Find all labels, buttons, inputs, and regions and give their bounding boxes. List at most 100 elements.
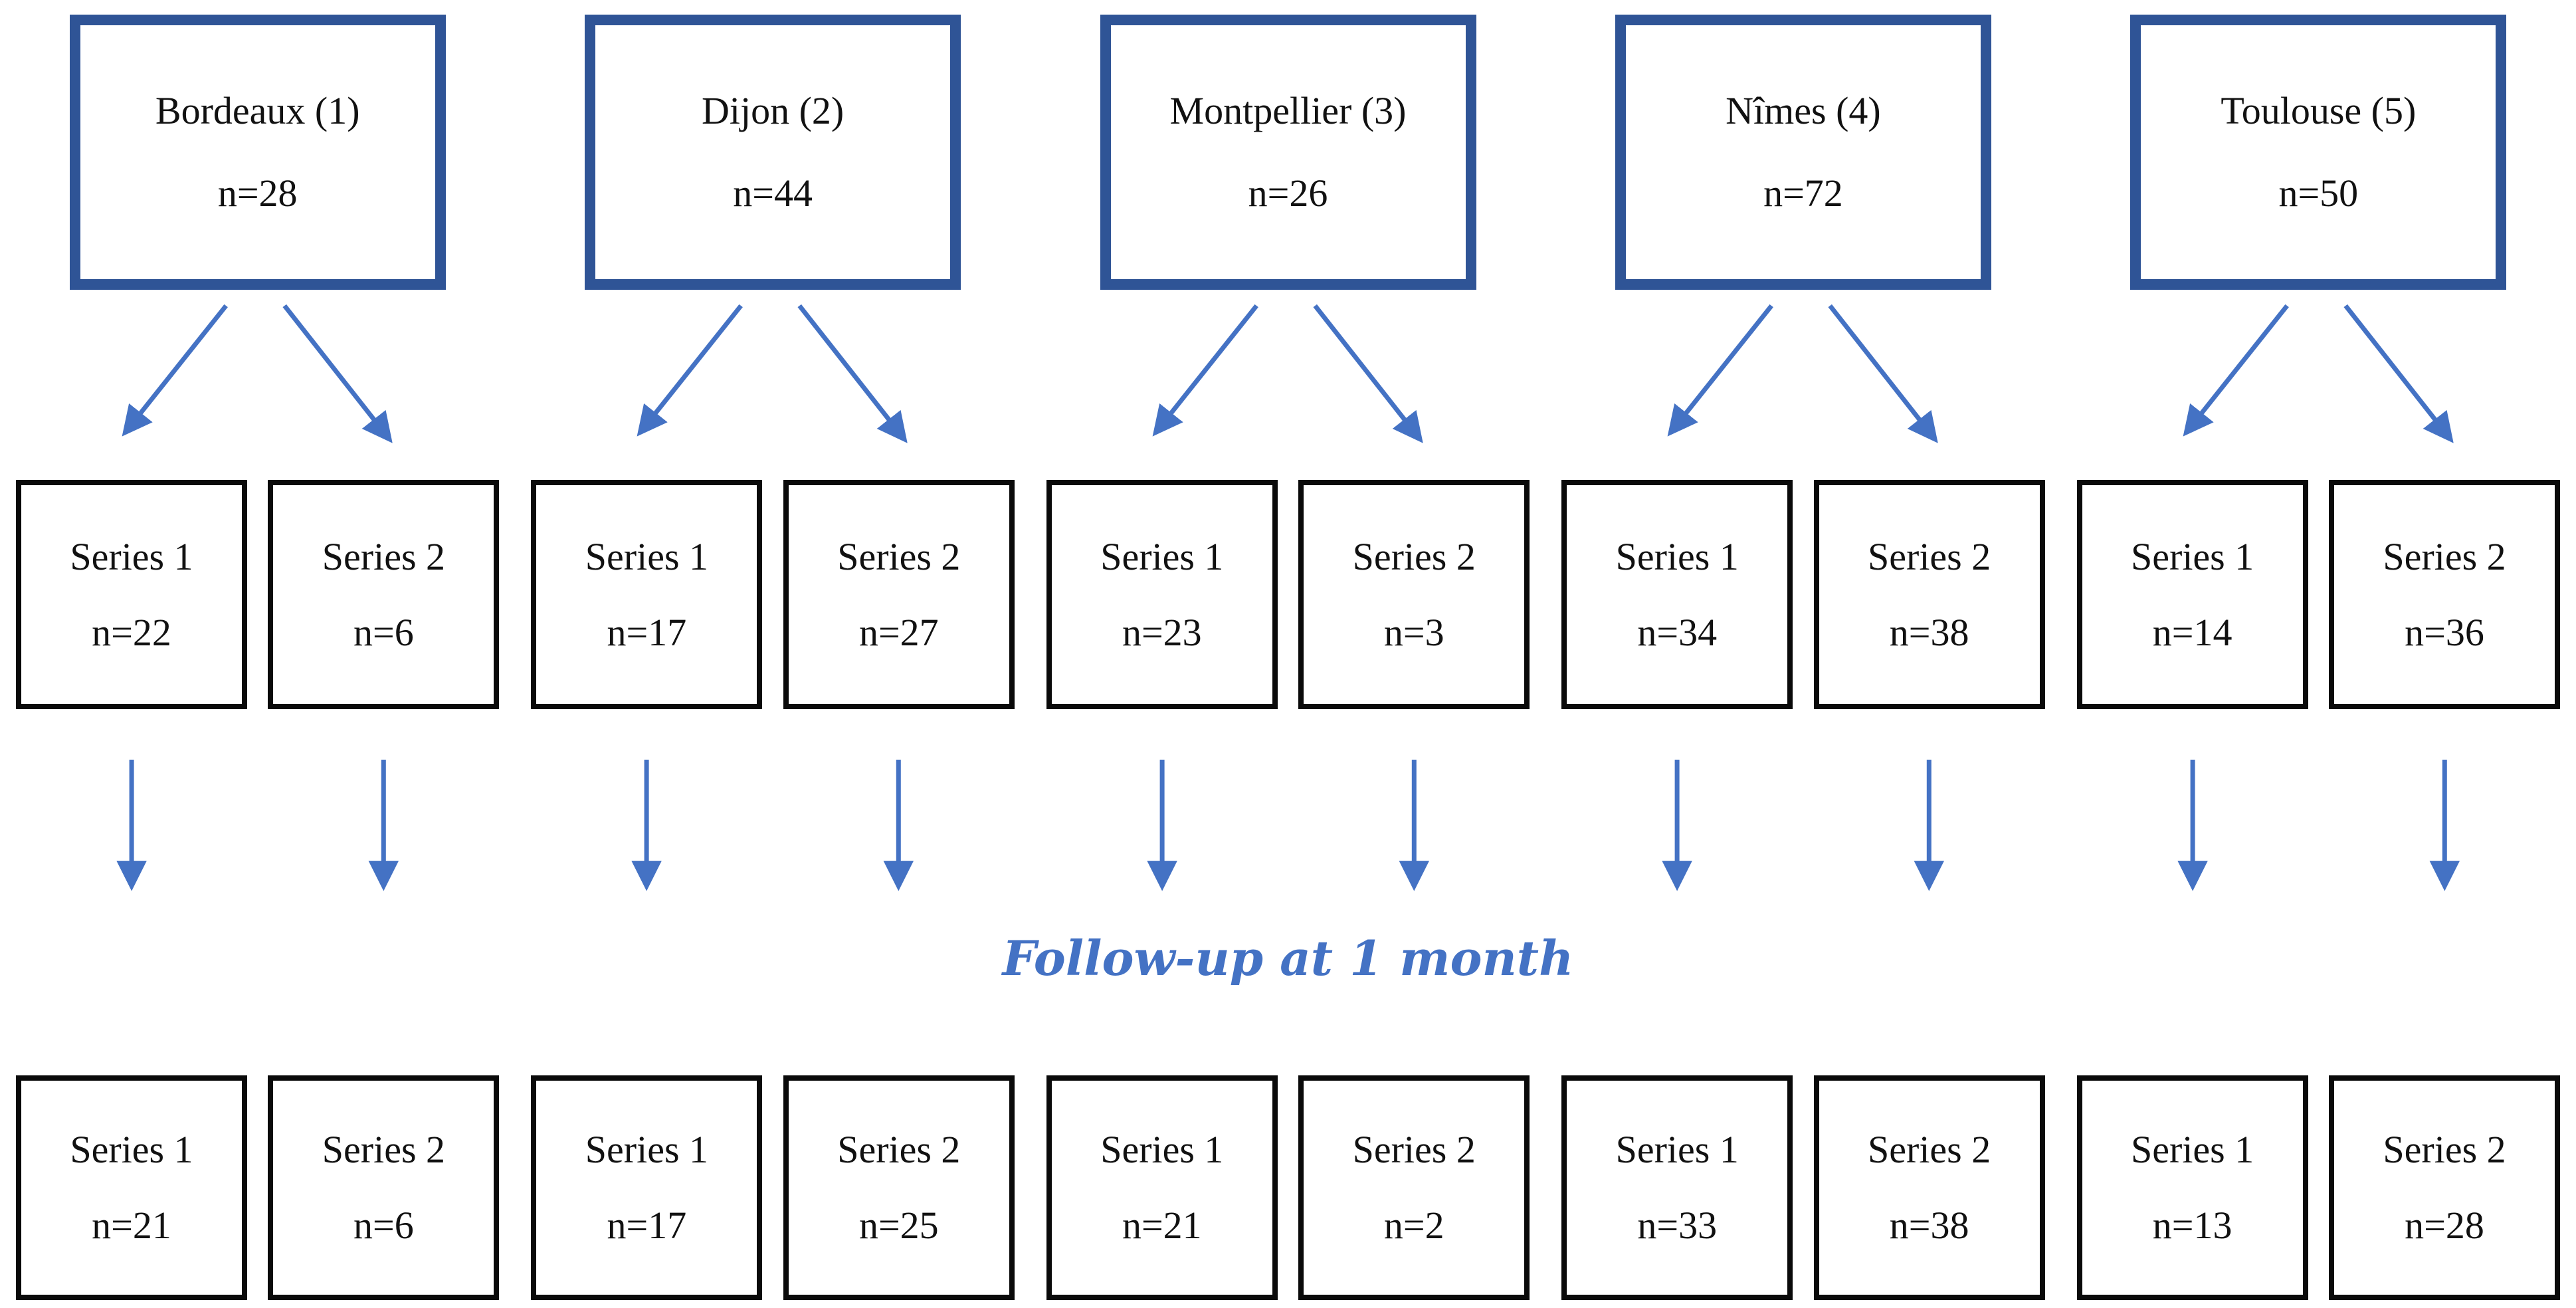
series-count: n=27 [858,610,939,654]
series-label: Series 1 [70,1128,193,1171]
followup-row: Series 1 n=21 Series 2 n=6 [16,1075,500,1300]
center-column-nimes: Nîmes (4) n=72 Series 1 n=34 Series 2 n=… [1545,0,2060,1308]
city-name: Toulouse (5) [2221,89,2417,132]
series-label: Series 2 [1868,1128,1991,1171]
followup-row: Series 1 n=17 Series 2 n=25 [531,1075,1015,1300]
series-label: Series 1 [70,534,193,578]
series-row: Series 1 n=23 Series 2 n=3 [1046,480,1530,709]
down-arrows [1662,760,1945,891]
series-count: n=36 [2405,610,2484,654]
split-arrow-left-icon [1152,304,1258,437]
series-count: n=6 [353,1204,414,1247]
series-box: Series 2 n=6 [268,480,500,709]
split-arrow-right-icon [1828,304,1938,443]
series-row: Series 1 n=17 Series 2 n=27 [531,480,1015,709]
split-arrows [2183,304,2454,443]
series-box: Series 2 n=38 [1813,480,2045,709]
series-label: Series 2 [2383,1128,2506,1171]
split-arrow-right-icon [282,304,393,443]
city-box: Dijon (2) n=44 [585,15,961,290]
down-arrows [631,760,914,891]
series-box: Series 1 n=22 [16,480,247,709]
split-arrows [637,304,908,443]
series-count: n=21 [1122,1204,1202,1247]
split-arrow-left-icon [1667,304,1774,437]
city-count: n=28 [217,171,298,215]
followup-box: Series 1 n=21 [16,1075,247,1300]
series-label: Series 2 [322,534,446,578]
split-arrow-left-icon [2183,304,2289,437]
center-column-montpellier: Montpellier (3) n=26 Series 1 n=23 Serie… [1031,0,1545,1308]
series-label: Series 1 [1100,534,1224,578]
series-row: Series 1 n=22 Series 2 n=6 [16,480,500,709]
series-count: n=17 [607,610,687,654]
series-count: n=13 [2152,1204,2232,1247]
series-label: Series 1 [2131,1128,2254,1171]
split-arrows [1152,304,1423,443]
series-label: Series 1 [1100,1128,1224,1171]
followup-box: Series 2 n=38 [1813,1075,2045,1300]
series-label: Series 1 [1615,1128,1739,1171]
followup-box: Series 1 n=21 [1046,1075,1278,1300]
followup-box: Series 2 n=2 [1298,1075,1530,1300]
series-label: Series 2 [1868,534,1991,578]
series-count: n=21 [92,1204,171,1247]
series-box: Series 1 n=23 [1046,480,1278,709]
series-count: n=34 [1637,610,1718,654]
city-count: n=26 [1248,171,1328,215]
series-box: Series 2 n=27 [783,480,1015,709]
series-label: Series 1 [1615,534,1739,578]
followup-row: Series 1 n=13 Series 2 n=28 [2076,1075,2561,1300]
series-count: n=3 [1383,610,1444,654]
series-box: Series 2 n=36 [2329,480,2561,709]
followup-box: Series 2 n=25 [783,1075,1015,1300]
city-count: n=72 [1763,171,1843,215]
series-count: n=28 [2405,1204,2484,1247]
series-count: n=17 [607,1204,687,1247]
center-column-dijon: Dijon (2) n=44 Series 1 n=17 Series 2 n=… [515,0,1030,1308]
series-row: Series 1 n=34 Series 2 n=38 [1561,480,2045,709]
down-arrows [2177,760,2460,891]
city-count: n=44 [733,171,813,215]
series-box: Series 1 n=34 [1561,480,1793,709]
series-count: n=38 [1889,1204,1969,1247]
split-arrow-right-icon [797,304,908,443]
followup-caption: Follow-up at 1 month [1002,930,1574,986]
center-column-bordeaux: Bordeaux (1) n=28 Series 1 n=22 Series 2… [0,0,515,1308]
series-label: Series 2 [2383,534,2506,578]
split-arrow-right-icon [1313,304,1423,443]
series-label: Series 2 [1352,1128,1476,1171]
city-name: Nîmes (4) [1726,89,1881,132]
city-box: Toulouse (5) n=50 [2130,15,2507,290]
series-label: Series 1 [585,534,709,578]
city-box: Bordeaux (1) n=28 [69,15,446,290]
city-box: Nîmes (4) n=72 [1615,15,1991,290]
split-arrows [122,304,393,443]
series-box: Series 1 n=14 [2076,480,2308,709]
city-count: n=50 [2278,171,2359,215]
followup-row: Series 1 n=21 Series 2 n=2 [1046,1075,1530,1300]
series-row: Series 1 n=14 Series 2 n=36 [2076,480,2561,709]
series-label: Series 2 [1352,534,1476,578]
down-arrows [1147,760,1429,891]
split-arrow-right-icon [2343,304,2454,443]
series-label: Series 1 [2131,534,2254,578]
series-count: n=14 [2152,610,2232,654]
series-box: Series 2 n=3 [1298,480,1530,709]
split-arrows [1667,304,1938,443]
split-arrow-left-icon [122,304,228,437]
city-box: Montpellier (3) n=26 [1100,15,1476,290]
series-label: Series 2 [837,534,961,578]
followup-box: Series 1 n=13 [2076,1075,2308,1300]
city-name: Bordeaux (1) [155,89,360,132]
city-name: Montpellier (3) [1169,89,1407,132]
followup-box: Series 1 n=17 [531,1075,763,1300]
series-label: Series 2 [837,1128,961,1171]
series-count: n=33 [1637,1204,1718,1247]
split-arrow-left-icon [637,304,743,437]
series-count: n=38 [1889,610,1969,654]
series-count: n=2 [1383,1204,1444,1247]
followup-row: Series 1 n=33 Series 2 n=38 [1561,1075,2045,1300]
center-column-toulouse: Toulouse (5) n=50 Series 1 n=14 Series 2… [2061,0,2576,1308]
